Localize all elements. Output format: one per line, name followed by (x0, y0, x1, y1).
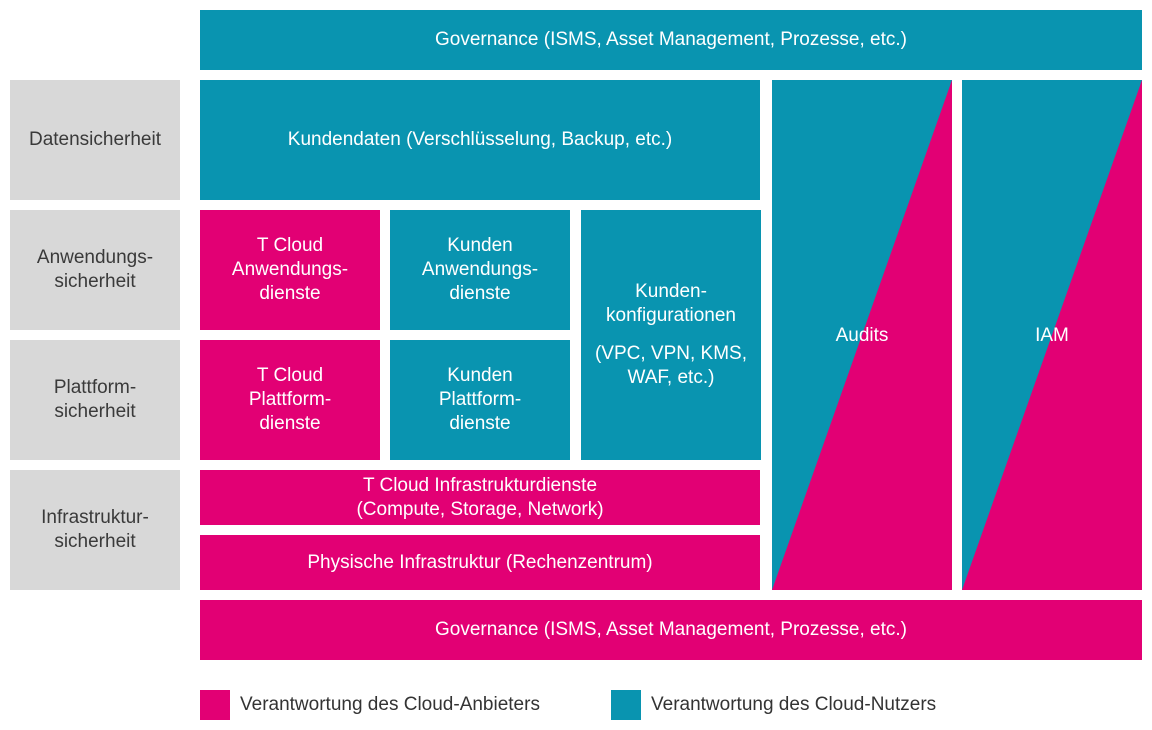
row-label-line: Anwendungs- (36, 247, 154, 268)
kunden-plattformdienste-block: Kunden Plattform- dienste (390, 340, 570, 460)
block-line: Kunden- (635, 281, 707, 302)
block-line: konfigurationen (606, 305, 736, 326)
physische-infrastruktur-block: Physische Infrastruktur (Rechenzentrum) (200, 535, 760, 590)
legend-customer-label: Verantwortung des Cloud-Nutzers (651, 694, 937, 715)
legend-customer-swatch (611, 690, 641, 720)
governance-bottom-label: Governance (ISMS, Asset Management, Proz… (434, 619, 908, 640)
row-label-line: Plattform- (53, 377, 137, 398)
row-label-line: sicherheit (54, 531, 136, 552)
block-line: WAF, etc.) (627, 367, 715, 388)
row-label-datensicherheit-text: Datensicherheit (28, 129, 162, 150)
block-line: (Compute, Storage, Network) (356, 498, 604, 520)
physische-infrastruktur-label: Physische Infrastruktur (Rechenzentrum) (307, 551, 653, 573)
kundendaten-label: Kundendaten (Verschlüsselung, Backup, et… (287, 129, 673, 150)
block-line: Anwendungs- (421, 259, 539, 280)
block-line: T Cloud Infrastrukturdienste (362, 474, 598, 496)
iam-diagonal-split (962, 80, 1142, 590)
audits-column: Audits (772, 80, 952, 590)
block-line: dienste (259, 413, 321, 434)
row-label-line: sicherheit (54, 401, 136, 422)
row-label-anwendungssicherheit: Anwendungs- sicherheit (10, 210, 180, 330)
block-line: T Cloud (256, 235, 324, 256)
block-line: (VPC, VPN, KMS, (594, 343, 748, 364)
row-label-plattformsicherheit: Plattform- sicherheit (10, 340, 180, 460)
kundendaten-block: Kundendaten (Verschlüsselung, Backup, et… (200, 80, 760, 200)
block-line: Plattform- (248, 389, 332, 410)
block-line: dienste (449, 413, 511, 434)
block-line: Plattform- (438, 389, 522, 410)
iam-label: IAM (1035, 325, 1069, 346)
block-line: T Cloud (256, 365, 324, 386)
tcloud-anwendungsdienste-block: T Cloud Anwendungs- dienste (200, 210, 380, 330)
audits-label: Audits (835, 325, 889, 346)
row-label-infrastruktursicherheit: Infrastruktur- sicherheit (10, 470, 180, 590)
iam-column: IAM (962, 80, 1142, 590)
audits-diagonal-split (772, 80, 952, 590)
row-label-datensicherheit: Datensicherheit (10, 80, 180, 200)
tcloud-infrastrukturdienste-block: T Cloud Infrastrukturdienste (Compute, S… (200, 470, 760, 525)
block-line: Kunden (447, 365, 513, 386)
kunden-anwendungsdienste-block: Kunden Anwendungs- dienste (390, 210, 570, 330)
governance-top-block: Governance (ISMS, Asset Management, Proz… (200, 10, 1142, 70)
governance-bottom-block: Governance (ISMS, Asset Management, Proz… (200, 600, 1142, 660)
block-line: Anwendungs- (231, 259, 349, 280)
block-line: dienste (449, 283, 511, 304)
legend-provider-swatch (200, 690, 230, 720)
row-label-line: sicherheit (54, 271, 136, 292)
governance-top-label: Governance (ISMS, Asset Management, Proz… (434, 29, 908, 50)
row-label-line: Infrastruktur- (41, 507, 149, 528)
tcloud-plattformdienste-block: T Cloud Plattform- dienste (200, 340, 380, 460)
block-line: Kunden (447, 235, 513, 256)
block-line: dienste (259, 283, 321, 304)
legend-provider-label: Verantwortung des Cloud-Anbieters (240, 694, 540, 715)
kundenkonfigurationen-block: Kunden- konfigurationen (VPC, VPN, KMS, … (581, 210, 761, 460)
